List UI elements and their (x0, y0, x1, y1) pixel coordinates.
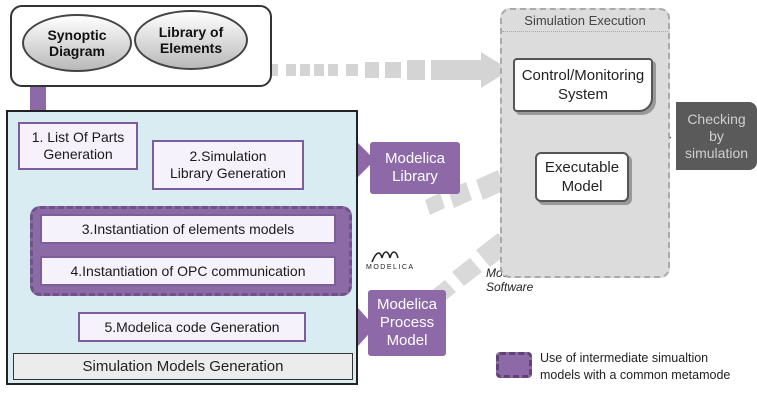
simulation-execution-container (500, 8, 670, 278)
modelica-library-box: Modelica Library (370, 142, 460, 194)
control-monitoring-box: Control/Monitoring System (513, 58, 653, 112)
step-modelica-code: 5.Modelica code Generation (78, 312, 306, 342)
step-instantiation-elements: 3.Instantiation of elements models (40, 214, 336, 244)
step-instantiation-opc: 4.Instantiation of OPC communication (40, 256, 336, 286)
step-list-of-parts: 1. List Of Parts Generation (18, 122, 138, 170)
modelica-process-model-box: Modelica Process Model (368, 290, 446, 356)
generation-caption: Simulation Models Generation (13, 353, 353, 380)
step-simulation-library: 2.Simulation Library Generation (152, 140, 304, 190)
synoptic-diagram-ellipse: Synoptic Diagram (22, 14, 132, 72)
legend-text: Use of intermediate simualtion models wi… (540, 351, 731, 382)
arrow-to-library (355, 140, 375, 180)
gray-flow-arrow (258, 52, 510, 88)
simulation-execution-title: Simulation Execution (502, 10, 668, 32)
arrow-to-process (358, 308, 375, 346)
executable-model-box: Executable Model (535, 152, 629, 202)
legend-swatch (496, 352, 532, 378)
modelica-logo-mark (371, 251, 399, 263)
library-of-elements-ellipse: Library of Elements (134, 10, 248, 70)
checking-by-simulation-box: Checking by simulation (676, 102, 757, 170)
modelica-logo-text: MODELICA (366, 264, 415, 271)
